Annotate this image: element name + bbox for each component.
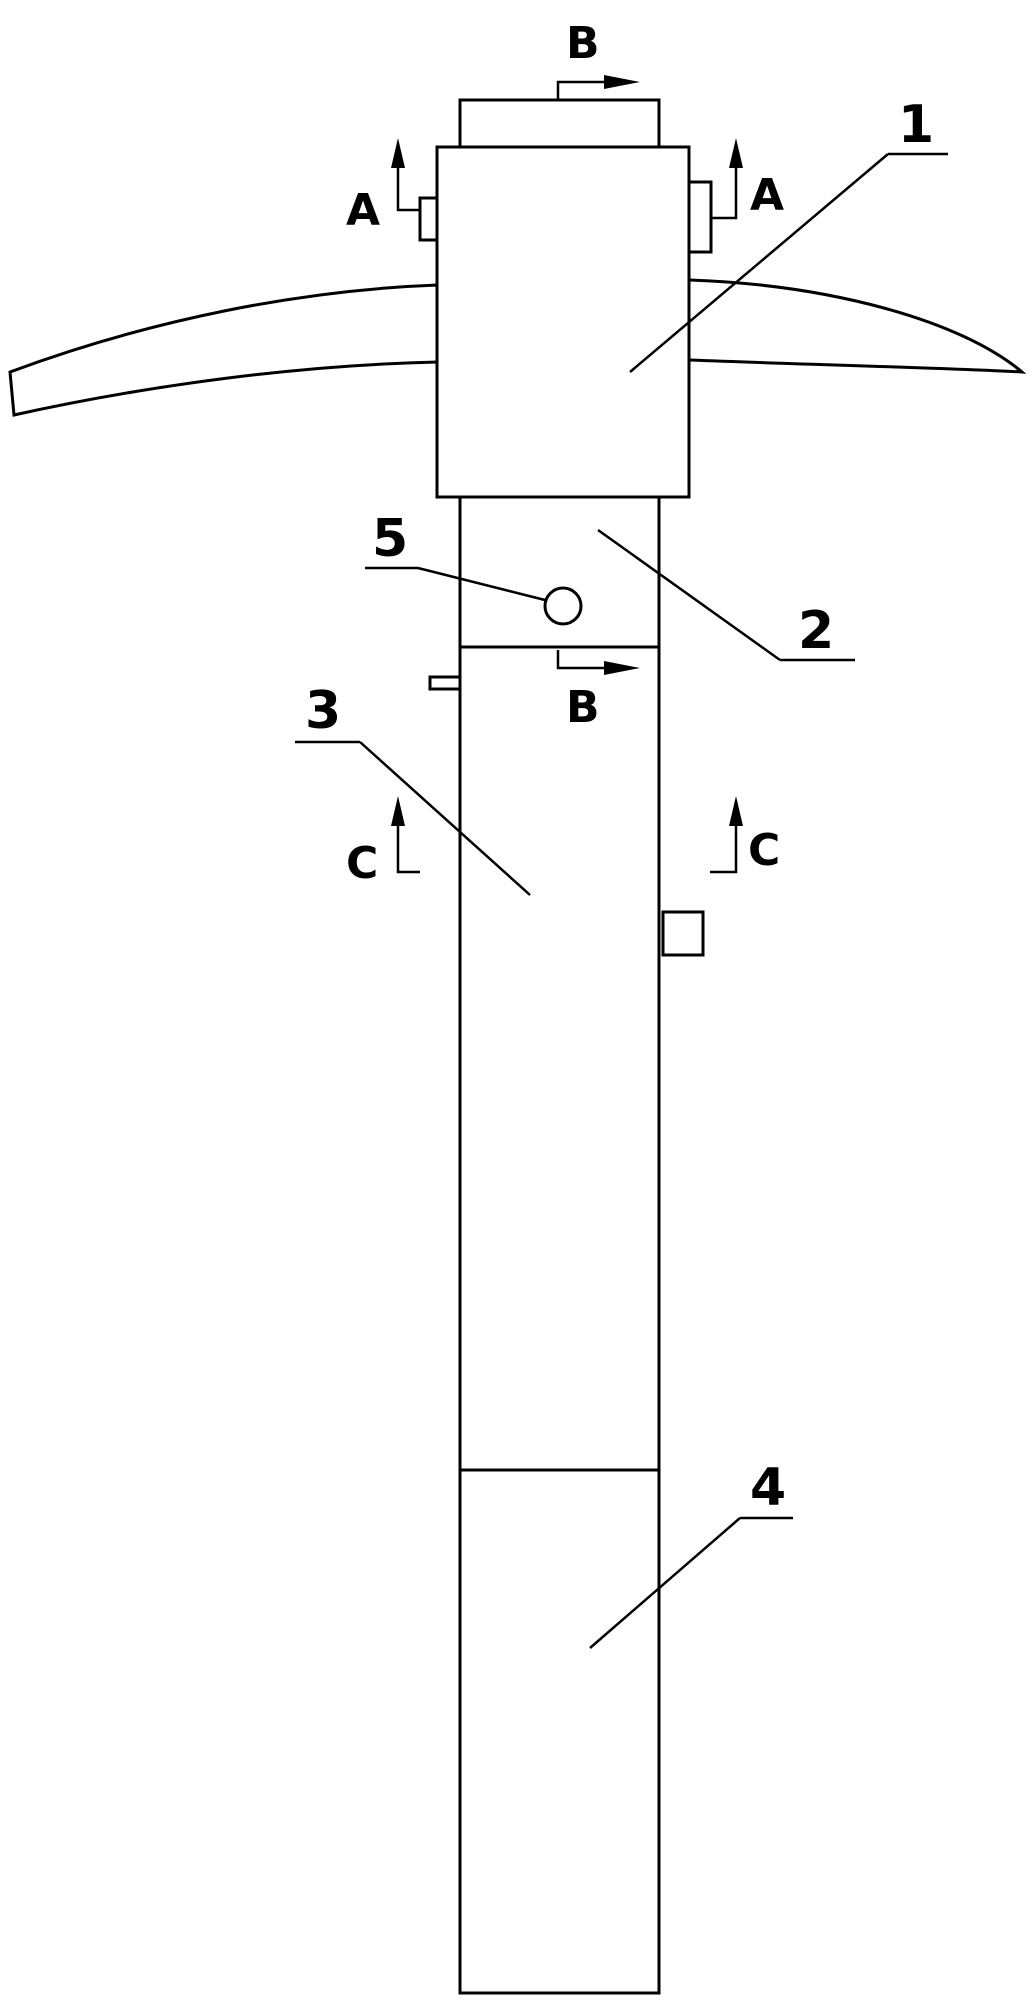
section-a-left-letter: A bbox=[346, 185, 380, 236]
left-pin-tab bbox=[428, 675, 462, 691]
section-c-right-line bbox=[710, 810, 738, 874]
leader-1 bbox=[629, 153, 889, 373]
leader-2 bbox=[597, 528, 781, 662]
section-c-left-letter: C bbox=[346, 838, 378, 889]
side-button bbox=[661, 910, 705, 957]
section-a-right-letter: A bbox=[750, 170, 784, 221]
label-part-5: 5 bbox=[372, 509, 408, 569]
leader-3 bbox=[359, 741, 531, 896]
label-part-3: 3 bbox=[305, 681, 341, 741]
left-blade bbox=[8, 283, 440, 417]
right-lug bbox=[687, 180, 713, 254]
section-b-bottom-letter: B bbox=[566, 682, 600, 733]
label-part-2: 2 bbox=[798, 601, 834, 661]
leader-5 bbox=[417, 566, 546, 602]
part-5-circle bbox=[543, 586, 583, 626]
section-c-left-line bbox=[396, 810, 420, 874]
section-c-right-arrow bbox=[729, 796, 743, 826]
section-b-bottom-line bbox=[556, 650, 625, 670]
top-cap bbox=[458, 98, 661, 149]
section-b-bottom-arrow bbox=[604, 661, 640, 675]
head-block bbox=[435, 145, 691, 499]
section-a-left-arrow bbox=[391, 138, 405, 168]
handle-grip-section bbox=[458, 1468, 661, 1995]
label-part-4: 4 bbox=[750, 1458, 786, 1518]
section-b-top-arrow bbox=[604, 75, 640, 89]
section-c-left-arrow bbox=[391, 796, 405, 826]
handle-middle-section bbox=[458, 645, 661, 1472]
label-part-1: 1 bbox=[898, 95, 934, 155]
right-blade bbox=[688, 278, 1027, 374]
leader-4 bbox=[589, 1517, 741, 1649]
section-b-top-line bbox=[556, 80, 625, 100]
section-a-right-line bbox=[711, 152, 738, 220]
section-c-right-letter: C bbox=[748, 825, 780, 876]
section-a-right-arrow bbox=[729, 138, 743, 168]
left-lug bbox=[418, 196, 439, 242]
section-b-top-letter: B bbox=[566, 18, 600, 69]
section-a-left-line bbox=[396, 152, 420, 212]
